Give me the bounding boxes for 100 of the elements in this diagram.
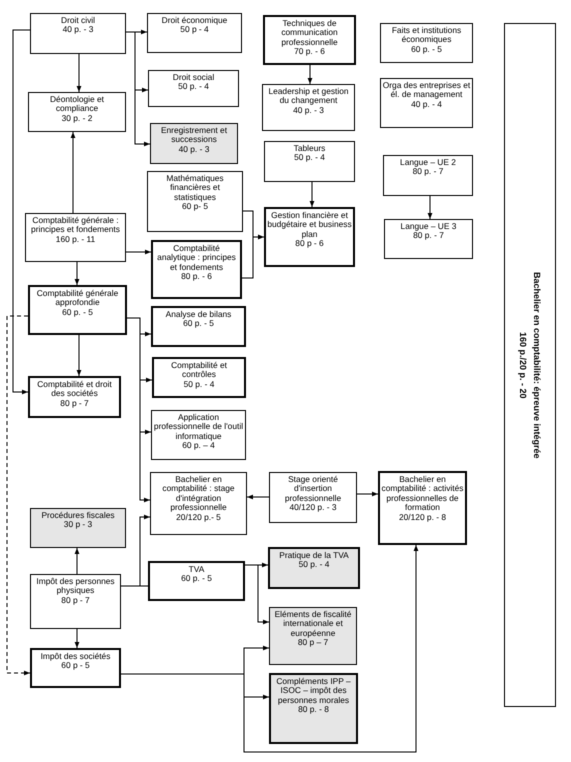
course-label: Procédures fiscales	[41, 511, 115, 520]
arrow	[126, 32, 150, 146]
course-box	[148, 561, 245, 601]
course-box	[150, 123, 238, 164]
course-label: 50 p. - 4	[178, 82, 209, 92]
course-label: Déontologie et compliance	[48, 95, 105, 114]
arrow	[356, 492, 378, 496]
course-box	[378, 471, 467, 545]
course-label: Analyse de bilans	[166, 310, 232, 320]
course-label: Comptabilité générale : principes et fondements	[30, 216, 121, 235]
course-label: 80 p. - 6	[181, 272, 212, 282]
course-box	[383, 155, 473, 196]
course-label: Comptabilité analytique : principes et fondements	[156, 244, 237, 272]
course-label: Bachelier en comptabilité : activités professionnelles de formation	[381, 475, 464, 513]
course-label: 40 p. - 4	[411, 100, 442, 110]
course-label: Pratique de la TVA	[279, 551, 349, 560]
course-label: 60 p- 5	[182, 202, 208, 212]
course-label: 60 p. – 4	[182, 441, 215, 451]
course-label: Droit civil	[61, 16, 95, 26]
course-label: Compléments IPP – ISOC – impôt des personnes morales	[275, 677, 352, 706]
course-box	[152, 357, 246, 398]
course-label: Enregistrement et successions	[160, 126, 228, 145]
course-label: Faits et institutions économiques	[390, 26, 462, 45]
course-box	[30, 574, 121, 629]
course-label: 40/120 p. - 3	[289, 503, 337, 513]
course-label: 80 p. - 8	[298, 705, 329, 715]
course-label: Bachelier en comptabilité: épreuve intégrée	[532, 272, 542, 458]
course-label: Impôt des sociétés	[40, 652, 110, 662]
course-box	[269, 472, 357, 523]
course-label: 50 p - 4	[180, 25, 209, 35]
course-label: 80 p. - 7	[413, 231, 444, 241]
course-label: Tableurs	[294, 144, 326, 154]
course-label: Comptabilité et droit des sociétés	[36, 380, 113, 399]
course-box	[30, 508, 126, 548]
course-label: Leadership et gestion du changement	[267, 87, 350, 106]
course-box	[147, 171, 243, 232]
course-box	[264, 207, 355, 267]
arrow	[242, 234, 264, 278]
course-label: Mathématiques financières et statistiques	[165, 174, 225, 202]
course-label: 80 p - 6	[295, 239, 324, 249]
course-box	[264, 141, 355, 182]
course-label: Impôt des personnes physiques	[35, 577, 116, 596]
course-label: Techniques de communication professionnelle	[280, 19, 339, 48]
arrow	[70, 132, 76, 214]
course-label: 60 p. - 5	[183, 319, 214, 329]
course-label: Langue – UE 3	[400, 222, 456, 232]
course-box	[380, 78, 473, 128]
course-box	[151, 306, 246, 347]
course-label: 60 p - 5	[61, 661, 90, 671]
course-box	[28, 92, 126, 132]
course-label: 60 p. - 5	[411, 44, 442, 54]
arrow	[310, 182, 314, 208]
course-box	[380, 23, 473, 63]
course-box	[269, 673, 358, 744]
arrow	[74, 262, 80, 286]
arrow	[126, 318, 150, 502]
course-label: Droit économique	[162, 16, 228, 26]
course-label: 30 p - 3	[64, 520, 92, 530]
arrow	[76, 334, 82, 376]
arrow	[126, 250, 152, 254]
course-label: 60 p. - 5	[181, 574, 212, 584]
arrow	[76, 54, 82, 92]
course-box	[28, 285, 127, 335]
course-box	[262, 84, 355, 131]
course-box	[269, 607, 357, 665]
arrow	[308, 64, 312, 84]
arrow	[6, 316, 30, 676]
arrow	[246, 494, 270, 500]
course-label: 40 p. - 3	[293, 106, 324, 116]
course-label: 70 p. - 6	[294, 47, 325, 57]
course-label: 50 p. - 4	[298, 560, 330, 570]
course-box	[384, 219, 473, 259]
course-label: 80 p – 7	[298, 638, 328, 648]
course-panel	[504, 23, 556, 707]
course-label: 40 p. - 3	[62, 25, 94, 35]
course-label: 80 p - 7	[61, 596, 90, 606]
course-label: 50 p. - 4	[184, 380, 214, 390]
arrow	[74, 548, 80, 574]
arrow	[12, 30, 30, 394]
course-box	[30, 648, 121, 688]
course-label: Bachelier en comptabilité : stage d'intégration professionnelle	[161, 475, 236, 513]
course-label: 20/120 p. - 8	[398, 512, 446, 522]
course-label: Droit social	[172, 73, 214, 82]
course-box	[28, 376, 121, 418]
course-box	[25, 213, 126, 262]
course-box	[151, 240, 242, 299]
course-box	[30, 13, 126, 54]
course-label: TVA	[188, 565, 204, 574]
course-label: Application professionnelle de l'outil informatique	[153, 413, 244, 442]
course-label: 80 p - 7	[60, 398, 89, 408]
arrow	[244, 564, 270, 624]
course-box	[268, 547, 360, 589]
course-label: Gestion financière et budgétaire et business plan	[267, 211, 352, 240]
course-label: Orga des entreprises et él. de management	[382, 81, 471, 100]
course-label: Langue – UE 2	[400, 158, 456, 168]
course-label: 80 p. - 7	[412, 167, 444, 177]
course-box	[150, 472, 247, 535]
course-box	[263, 15, 356, 65]
course-label: Stage orienté d'insertion professionnelle	[284, 475, 342, 504]
course-box	[147, 13, 242, 53]
